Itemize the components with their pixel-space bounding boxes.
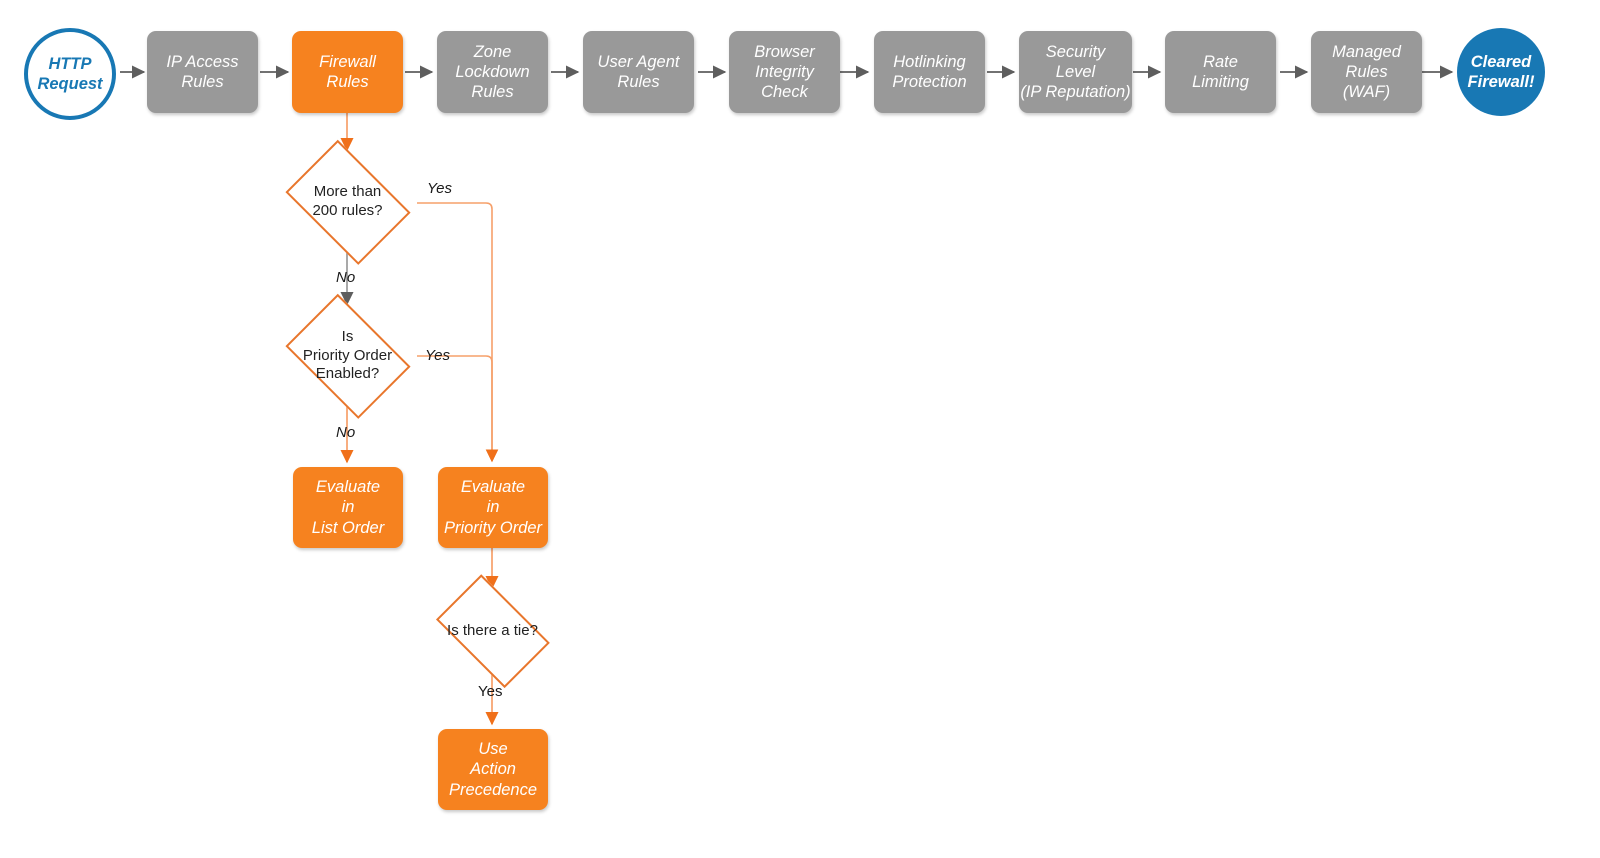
node-label: Firewall Rules: [319, 52, 376, 91]
node-cleared-firewall[interactable]: Cleared Firewall!: [1457, 28, 1545, 116]
node-evaluate-in-list-order[interactable]: Evaluate in List Order: [293, 467, 403, 548]
node-firewall-rules[interactable]: Firewall Rules: [292, 31, 403, 113]
node-ip-access-rules[interactable]: IP Access Rules: [147, 31, 258, 113]
node-label: Browser Integrity Check: [754, 42, 815, 102]
edge-label-no-priority-order: No: [336, 424, 356, 441]
node-more-than-200-rules[interactable]: More than 200 rules?: [275, 139, 420, 265]
node-label: Use Action Precedence: [448, 740, 538, 799]
node-label: Evaluate in List Order: [311, 478, 385, 537]
edge-label-yes-tie: Yes: [478, 683, 503, 700]
node-label: Managed Rules (WAF): [1332, 42, 1401, 102]
node-browser-integrity-check[interactable]: Browser Integrity Check: [729, 31, 840, 113]
node-label: Evaluate in Priority Order: [443, 478, 543, 537]
edge-label-yes-priority-order: Yes: [425, 347, 451, 364]
edge-label-no-more-than-200: No: [336, 269, 356, 286]
node-managed-rules-waf[interactable]: Managed Rules (WAF): [1311, 31, 1422, 113]
node-user-agent-rules[interactable]: User Agent Rules: [583, 31, 694, 113]
node-zone-lockdown-rules[interactable]: Zone Lockdown Rules: [437, 31, 548, 113]
node-label: Hotlinking Protection: [892, 52, 967, 91]
node-hotlinking-protection[interactable]: Hotlinking Protection: [874, 31, 985, 113]
node-is-there-a-tie[interactable]: Is there a tie?: [424, 574, 561, 688]
edge-label-yes-more-than-200: Yes: [427, 180, 453, 197]
node-label: Cleared Firewall!: [1467, 52, 1535, 91]
node-evaluate-in-priority-order[interactable]: Evaluate in Priority Order: [438, 467, 548, 548]
node-label: More than 200 rules?: [312, 183, 383, 219]
node-label: Rate Limiting: [1192, 52, 1249, 91]
node-use-action-precedence[interactable]: Use Action Precedence: [438, 729, 548, 810]
node-label: Zone Lockdown Rules: [455, 42, 530, 102]
node-label: User Agent Rules: [597, 52, 680, 91]
node-label: Is there a tie?: [447, 621, 538, 639]
node-is-priority-order-enabled[interactable]: Is Priority Order Enabled?: [275, 293, 420, 419]
node-label: Is Priority Order Enabled?: [302, 327, 393, 383]
node-label: Security Level (IP Reputation): [1020, 42, 1131, 102]
node-http-request[interactable]: HTTP Request: [24, 28, 116, 120]
node-security-level[interactable]: Security Level (IP Reputation): [1019, 31, 1132, 113]
node-label: IP Access Rules: [166, 52, 239, 91]
node-rate-limiting[interactable]: Rate Limiting: [1165, 31, 1276, 113]
node-label: HTTP Request: [37, 54, 103, 93]
